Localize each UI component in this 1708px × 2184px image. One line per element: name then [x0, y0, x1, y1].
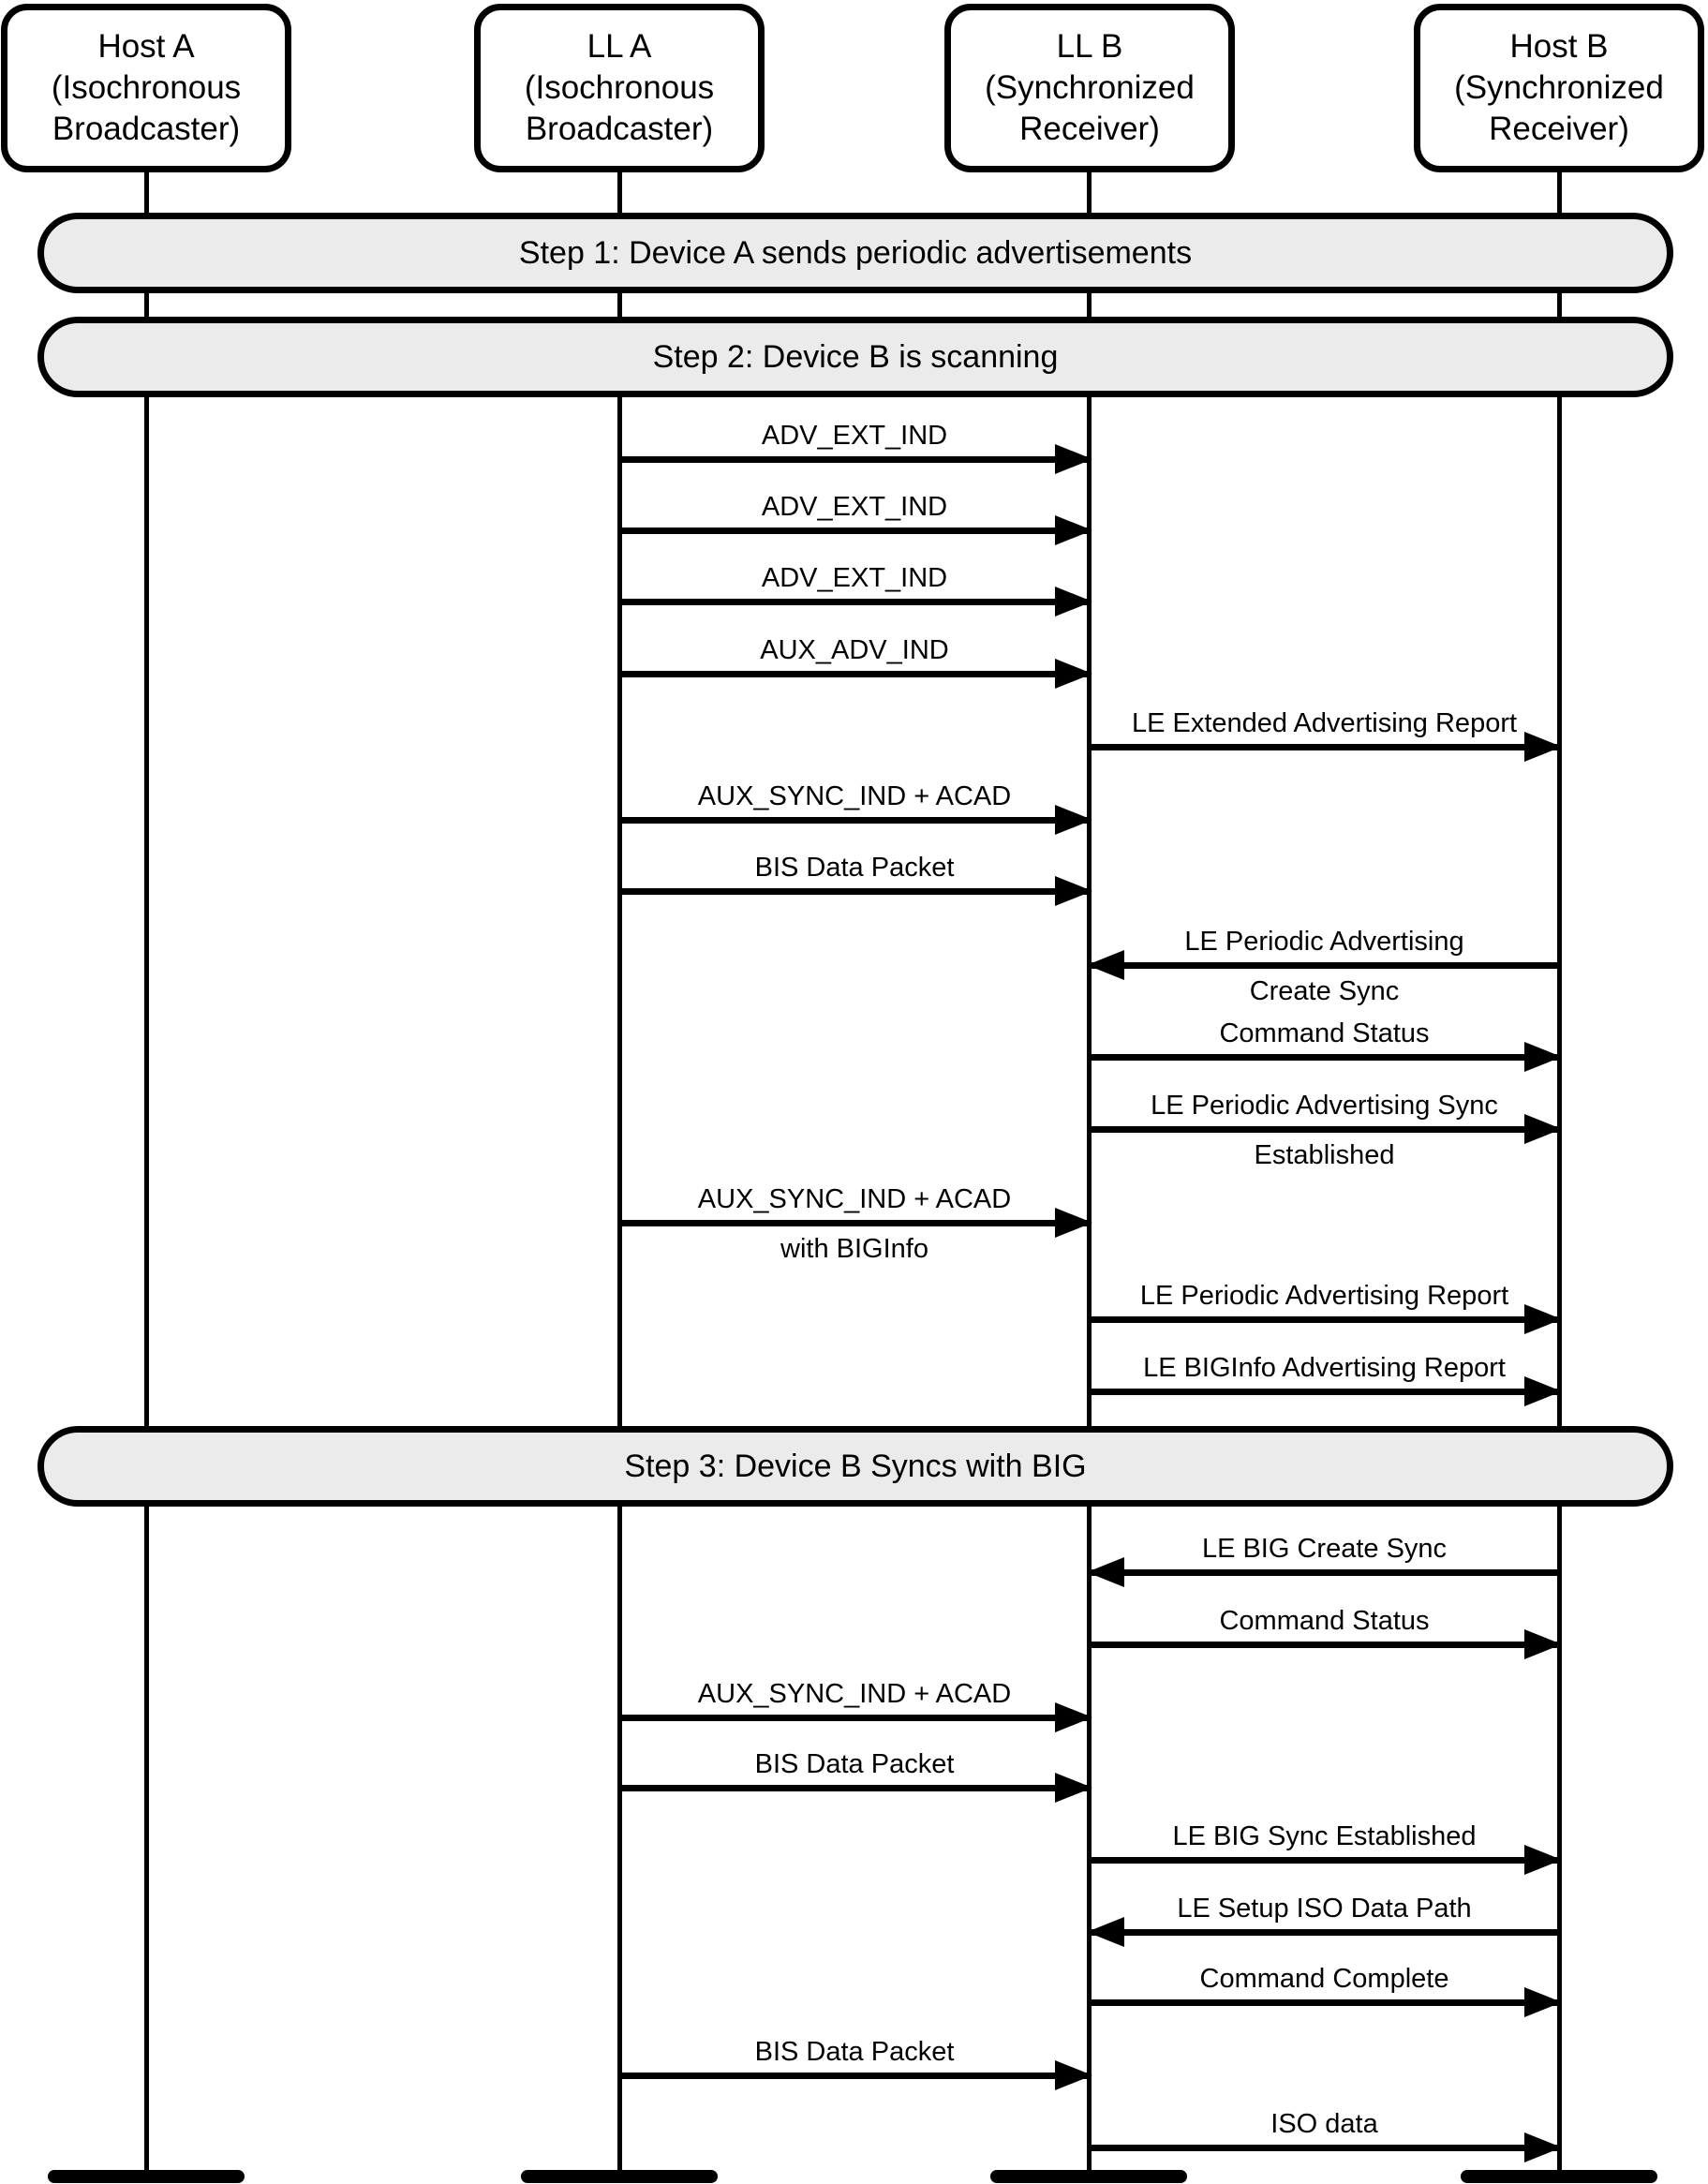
lifeline-host-a	[144, 172, 149, 2177]
arrowhead-right-icon	[1524, 1987, 1562, 2017]
actor-label: Host A	[97, 28, 195, 65]
arrowhead-right-icon	[1055, 587, 1092, 617]
arrowhead-right-icon	[1524, 1629, 1562, 1659]
actor-label: Broadcaster)	[52, 111, 241, 147]
arrow-line	[1090, 1054, 1559, 1061]
message-label-line2: Established	[1254, 1140, 1395, 1170]
message-label: ADV_EXT_IND	[761, 492, 948, 522]
banner-label: Step 1: Device A sends periodic advertis…	[518, 234, 1193, 271]
lifeline-end-bar-ll-a	[521, 2170, 718, 2183]
actor-label: Broadcaster)	[525, 111, 714, 147]
arrow-line	[619, 599, 1090, 605]
arrow-line	[619, 1220, 1090, 1226]
actor-label: (Isochronous	[51, 69, 242, 106]
message-label-line2: Create Sync	[1249, 976, 1400, 1006]
message-label: AUX_SYNC_IND + ACAD	[697, 781, 1012, 811]
message-label: Command Status	[1219, 1606, 1430, 1636]
message-label: AUX_ADV_IND	[760, 635, 949, 665]
arrowhead-right-icon	[1524, 732, 1562, 762]
actor-label: (Synchronized	[985, 69, 1195, 106]
arrowhead-right-icon	[1055, 1702, 1092, 1732]
actor-label: Receiver)	[1019, 111, 1160, 147]
actor-label: LL B	[1056, 28, 1123, 65]
message-label: LE Extended Advertising Report	[1131, 708, 1518, 738]
actor-label: Host B	[1509, 28, 1609, 65]
message-label: LE Periodic Advertising	[1184, 927, 1464, 957]
message-label: Command Complete	[1199, 1964, 1449, 1994]
banner-label: Step 3: Device B Syncs with BIG	[624, 1448, 1087, 1484]
arrow-line	[1090, 2145, 1559, 2151]
arrowhead-right-icon	[1524, 1042, 1562, 1072]
arrow-line	[1090, 744, 1559, 750]
arrowhead-right-icon	[1055, 805, 1092, 835]
message-label: BIS Data Packet	[754, 853, 955, 883]
message-label: LE Periodic Advertising Report	[1139, 1281, 1509, 1311]
arrow-line	[1090, 1316, 1559, 1323]
message-label: LE Setup ISO Data Path	[1177, 1894, 1472, 1924]
arrowhead-right-icon	[1524, 2132, 1562, 2162]
arrow-line	[1090, 1389, 1559, 1395]
actor-label: (Isochronous	[524, 69, 715, 106]
arrow-line	[619, 1715, 1090, 1721]
arrow-line	[1090, 1999, 1559, 2006]
banner-step-3: Step 3: Device B Syncs with BIG	[37, 1426, 1673, 1507]
message-label: LE BIG Create Sync	[1201, 1534, 1448, 1564]
arrow-line	[1090, 1569, 1559, 1576]
arrow-line	[619, 817, 1090, 824]
arrow-line	[1090, 962, 1559, 969]
banner-step-1: Step 1: Device A sends periodic advertis…	[37, 213, 1673, 293]
message-label: LE Periodic Advertising Sync	[1151, 1091, 1498, 1121]
arrowhead-right-icon	[1055, 1773, 1092, 1803]
lifeline-end-bar-host-a	[48, 2170, 245, 2183]
arrowhead-right-icon	[1055, 659, 1092, 689]
arrowhead-right-icon	[1524, 1376, 1562, 1406]
arrowhead-right-icon	[1055, 876, 1092, 906]
actor-label: (Synchronized	[1454, 69, 1664, 106]
arrowhead-right-icon	[1055, 1208, 1092, 1238]
arrow-line	[1090, 1126, 1559, 1133]
arrowhead-right-icon	[1524, 1304, 1562, 1334]
arrow-line	[619, 456, 1090, 463]
arrowhead-left-icon	[1087, 1557, 1124, 1587]
lifeline-ll-b	[1087, 172, 1092, 2177]
lifeline-ll-a	[617, 172, 622, 2177]
arrowhead-right-icon	[1055, 515, 1092, 545]
arrow-line	[619, 671, 1090, 677]
lifeline-end-bar-host-b	[1461, 2170, 1657, 2183]
message-label: ADV_EXT_IND	[761, 421, 948, 451]
message-label: BIS Data Packet	[754, 2037, 955, 2067]
message-label: LE BIGInfo Advertising Report	[1143, 1353, 1506, 1383]
actor-label: Receiver)	[1489, 111, 1629, 147]
arrow-line	[619, 888, 1090, 895]
banner-label: Step 2: Device B is scanning	[652, 338, 1059, 375]
arrow-line	[619, 1785, 1090, 1791]
arrowhead-right-icon	[1055, 2060, 1092, 2090]
arrowhead-right-icon	[1055, 444, 1092, 474]
arrowhead-left-icon	[1087, 950, 1124, 980]
message-label: AUX_SYNC_IND + ACAD	[697, 1184, 1012, 1214]
message-label: AUX_SYNC_IND + ACAD	[697, 1679, 1012, 1709]
message-label: ISO data	[1270, 2109, 1378, 2139]
message-label: LE BIG Sync Established	[1172, 1821, 1477, 1851]
arrowhead-right-icon	[1524, 1845, 1562, 1875]
arrowhead-left-icon	[1087, 1917, 1124, 1947]
arrowhead-right-icon	[1524, 1114, 1562, 1144]
lifeline-end-bar-ll-b	[990, 2170, 1187, 2183]
banner-step-2: Step 2: Device B is scanning	[37, 317, 1673, 397]
message-label-line2: with BIGInfo	[780, 1234, 928, 1264]
arrow-line	[1090, 1857, 1559, 1864]
arrow-line	[619, 527, 1090, 534]
actor-label: LL A	[587, 28, 652, 65]
arrow-line	[1090, 1642, 1559, 1648]
message-label: Command Status	[1219, 1018, 1430, 1048]
arrow-line	[619, 2073, 1090, 2079]
message-label: ADV_EXT_IND	[761, 563, 948, 593]
message-label: BIS Data Packet	[754, 1749, 955, 1779]
arrow-line	[1090, 1929, 1559, 1936]
lifeline-host-b	[1557, 172, 1562, 2177]
